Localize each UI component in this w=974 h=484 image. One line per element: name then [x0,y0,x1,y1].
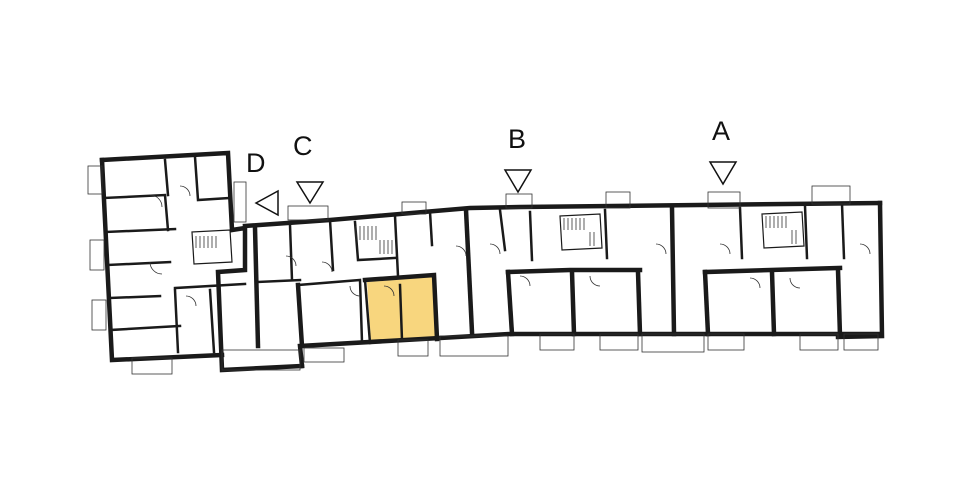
entrance-b-label: B [508,124,526,154]
entrance-d[interactable]: D [246,148,279,217]
stair-left [195,236,217,248]
entrance-c-arrow-icon [295,181,325,205]
stair-c [355,226,393,254]
building-outline [99,150,885,373]
entrance-a-label: A [712,116,730,146]
entrance-b-arrow-icon [503,169,533,194]
balconies [87,165,879,375]
door-swings [149,185,871,307]
interior-walls [102,155,846,354]
entrance-d-label: D [246,148,266,178]
entrance-a[interactable]: A [708,116,738,186]
stairs [195,216,797,254]
stair-a [765,216,797,244]
entrance-d-arrow-icon [254,189,279,217]
stair-b [563,218,595,246]
entrance-c[interactable]: C [293,131,325,205]
entrance-b[interactable]: B [503,124,533,194]
entrance-a-arrow-icon [708,161,738,186]
entrance-c-label: C [293,131,313,161]
